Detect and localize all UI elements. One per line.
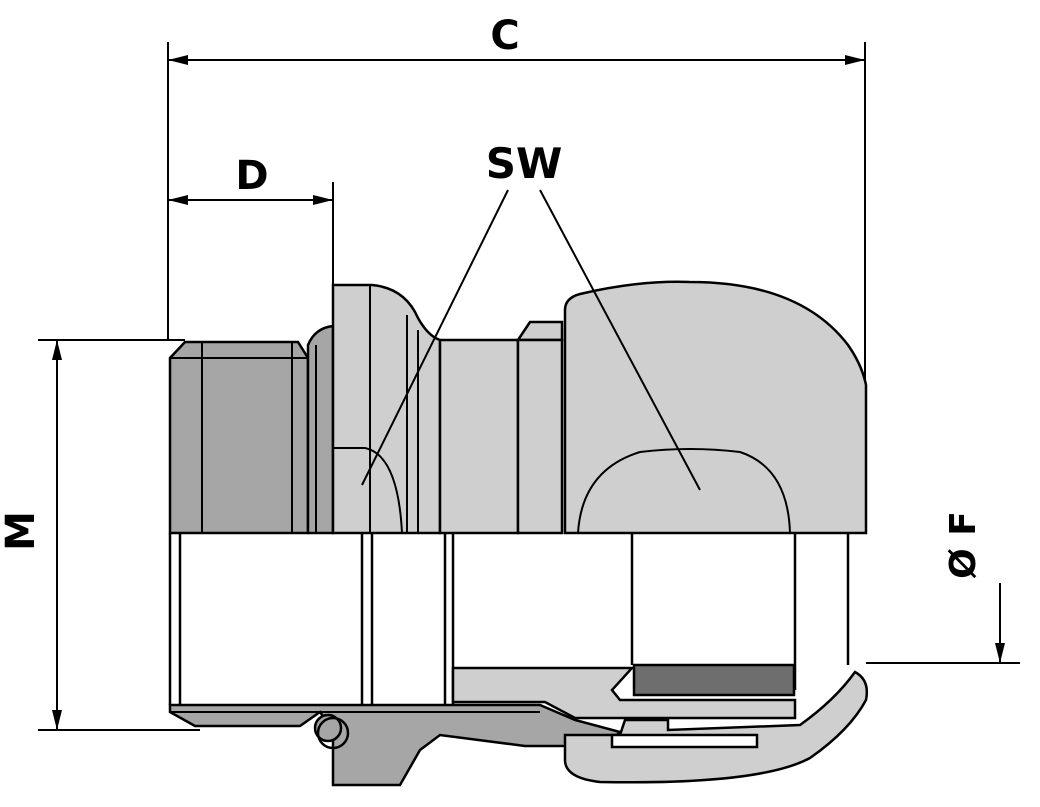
label-m: M <box>0 511 44 551</box>
sw-leader-right <box>539 189 701 491</box>
seal-ring <box>632 663 796 697</box>
clamp-insert <box>451 666 797 720</box>
o-ring <box>313 713 343 743</box>
label-c: C <box>490 13 519 59</box>
body-section <box>168 703 623 787</box>
label-sw: SW <box>486 139 563 188</box>
label-d: D <box>235 153 268 199</box>
label-f: Ø F <box>943 511 984 579</box>
cap-nut-section <box>563 670 869 784</box>
section-view <box>168 533 869 787</box>
exterior-view <box>168 280 868 535</box>
thread-section <box>168 340 310 535</box>
collar <box>306 324 335 535</box>
neck <box>438 338 520 535</box>
body-hex <box>331 283 442 535</box>
sw-leader-left <box>361 189 509 486</box>
cap-nut <box>563 280 868 535</box>
dimension-lines <box>38 42 1020 731</box>
